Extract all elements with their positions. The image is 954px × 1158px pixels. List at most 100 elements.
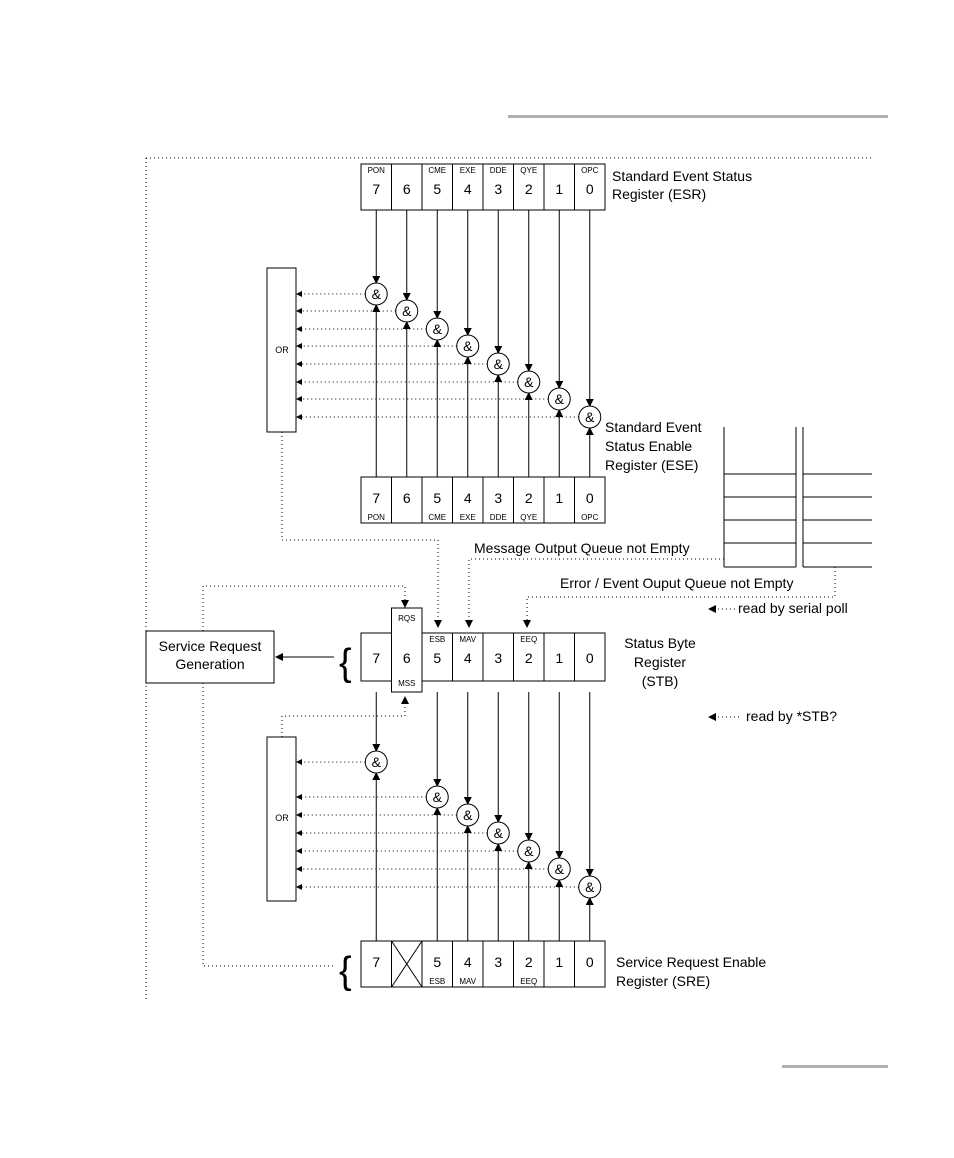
sre-cell [574, 940, 606, 988]
ese-cell [452, 476, 484, 524]
stb-brace: { [339, 642, 352, 684]
stb-bit-number: 6 [403, 650, 411, 666]
dotted-signal-paths [202, 432, 836, 967]
stb-cell [574, 632, 606, 682]
lower-and-symbol: & [372, 754, 382, 770]
esr-bit-number: 3 [494, 181, 502, 197]
lower-and-gate [578, 875, 602, 899]
esr-cell [513, 163, 545, 211]
stb-rqs-label: RQS [398, 614, 415, 623]
service-request-line1: Service Request [159, 638, 262, 654]
upper-and-gate [486, 352, 510, 376]
stb-bit-name: MAV [459, 635, 476, 644]
sre-cell [513, 940, 545, 988]
legend-stb-query-label: read by *STB? [746, 708, 837, 724]
lower-and-symbol: & [524, 843, 534, 859]
stb-bit-number: 0 [586, 650, 594, 666]
ese-title-line3: Register (ESE) [605, 457, 698, 473]
sre-bit-number: 3 [494, 954, 502, 970]
stb-title-line2: Register [634, 654, 686, 670]
sre-title-line2: Register (SRE) [616, 973, 710, 989]
stb-cell [513, 632, 545, 682]
esr-bit-number: 4 [464, 181, 472, 197]
lower-and-gate [486, 821, 510, 845]
lower-and-symbol: & [433, 789, 443, 805]
ese-bit-name: EXE [460, 513, 476, 522]
lower-output-arrowhead [296, 830, 302, 836]
lower-output-arrowhead [296, 848, 302, 854]
ese-bit-number: 2 [525, 490, 533, 506]
esr-bit-name: PON [368, 166, 386, 175]
esr-title-line2: Register (ESR) [612, 186, 706, 202]
esr-title-line1: Standard Event Status [612, 168, 752, 184]
upper-output-arrowhead [296, 326, 302, 332]
esr-bit-number: 1 [555, 181, 563, 197]
sre-bit-number: 5 [433, 954, 441, 970]
upper-and-gate [395, 299, 419, 323]
upper-and-symbol: & [402, 303, 412, 319]
stb-cell [482, 632, 514, 682]
esr-bit-name: QYE [520, 166, 537, 175]
service-request-line2: Generation [175, 656, 244, 672]
header-rule [508, 115, 888, 118]
ese-bit-name: OPC [581, 513, 599, 522]
stb-bit-name: EEQ [520, 635, 537, 644]
esr-bit-name: OPC [581, 166, 599, 175]
sre-bit-name: EEQ [520, 977, 537, 986]
stb-title-line3: (STB) [642, 673, 679, 689]
or-gate-upper [266, 267, 297, 433]
upper-and-gate [364, 282, 388, 306]
dotted-arrowheads [401, 600, 531, 704]
sre-bit-number: 1 [555, 954, 563, 970]
message-output-queue [723, 427, 797, 568]
or-gate-lower [266, 736, 297, 902]
lower-output-arrowhead [296, 794, 302, 800]
esr-bit-number: 7 [372, 181, 380, 197]
or-label-lower: OR [275, 813, 289, 823]
sre-cell [543, 940, 575, 988]
stb-cell [452, 632, 484, 682]
upper-output-arrowhead [296, 414, 302, 420]
sre-brace: { [339, 950, 352, 992]
legend-serial-poll: read by serial poll [708, 600, 848, 616]
stb-bit-number: 7 [372, 650, 380, 666]
lower-and-gate [456, 803, 480, 827]
sre-bit-name: ESB [429, 977, 445, 986]
stb-bit-name: ESB [429, 635, 445, 644]
upper-and-symbol: & [494, 356, 504, 372]
upper-and-symbol: & [433, 321, 443, 337]
ese-bit-number: 5 [433, 490, 441, 506]
ese-bit-name: PON [368, 513, 386, 522]
upper-and-symbol: & [524, 374, 534, 390]
upper-and-gate [517, 370, 541, 394]
error-queue-label: Error / Event Ouput Queue not Empty [560, 575, 793, 591]
stb-rqs-mss-cell [391, 607, 423, 693]
lower-and-gate [517, 839, 541, 863]
ese-cell [360, 476, 392, 524]
upper-output-arrowhead [296, 308, 302, 314]
upper-and-gate [456, 334, 480, 358]
lower-output-arrowhead [296, 866, 302, 872]
lower-and-gate [425, 785, 449, 809]
legend-stb-query: read by *STB? [708, 708, 837, 724]
esr-bit-number: 6 [403, 181, 411, 197]
lower-and-gate [547, 857, 571, 881]
sre-bit-number: 4 [464, 954, 472, 970]
upper-and-gate [578, 405, 602, 429]
esr-bit-name: EXE [460, 166, 476, 175]
upper-output-arrowhead [296, 291, 302, 297]
sre-bit-number: 0 [586, 954, 594, 970]
sre-bit-number: 7 [372, 954, 380, 970]
and-gates-upper: &&&&&&&& [296, 210, 602, 477]
stb-title-line1: Status Byte [624, 635, 696, 651]
lower-and-symbol: & [585, 879, 595, 895]
stb-bit-number: 2 [525, 650, 533, 666]
lower-output-arrowhead [296, 812, 302, 818]
upper-and-symbol: & [585, 409, 595, 425]
esr-bit-number: 5 [433, 181, 441, 197]
lower-output-arrowhead [296, 884, 302, 890]
